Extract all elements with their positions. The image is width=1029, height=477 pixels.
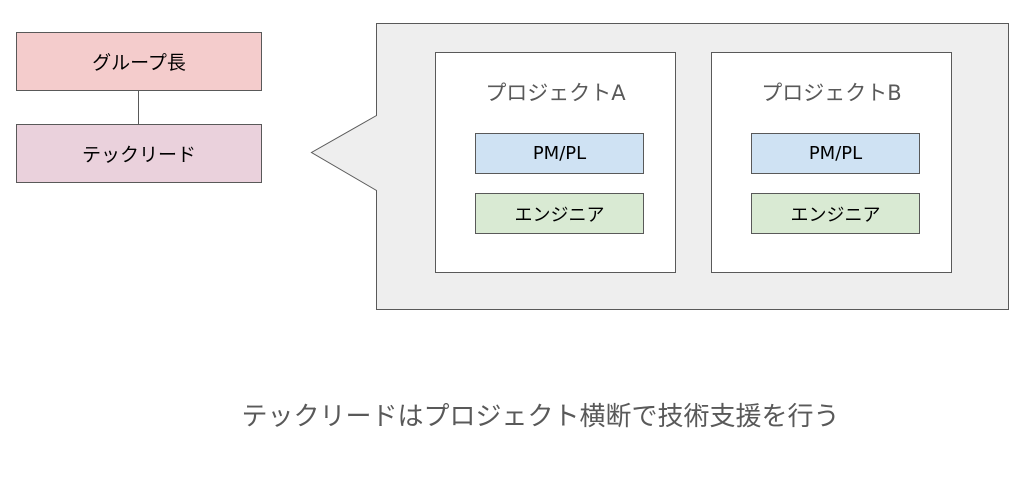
project-panel-a: プロジェクトA PM/PL エンジニア — [435, 52, 676, 273]
tech-lead-box: テックリード — [16, 124, 262, 183]
diagram-caption: テックリードはプロジェクト横断で技術支援を行う — [241, 402, 840, 432]
project-b-engineer-label: エンジニア — [790, 204, 881, 226]
project-b-engineer-box: エンジニア — [751, 193, 920, 234]
project-a-engineer-label: エンジニア — [514, 204, 605, 226]
project-a-title: プロジェクトA — [485, 81, 626, 105]
project-a-pm-box: PM/PL — [475, 133, 644, 174]
project-b-pm-box: PM/PL — [751, 133, 920, 174]
group-leader-label: グループ長 — [92, 52, 186, 74]
group-leader-box: グループ長 — [16, 32, 262, 91]
org-connector-line — [138, 91, 139, 124]
project-b-title: プロジェクトB — [761, 81, 902, 105]
project-a-engineer-box: エンジニア — [475, 193, 644, 234]
tech-lead-label: テックリード — [81, 144, 196, 166]
project-panel-b: プロジェクトB PM/PL エンジニア — [711, 52, 952, 273]
project-b-pm-label: PM/PL — [808, 143, 863, 164]
project-a-pm-label: PM/PL — [532, 143, 587, 164]
